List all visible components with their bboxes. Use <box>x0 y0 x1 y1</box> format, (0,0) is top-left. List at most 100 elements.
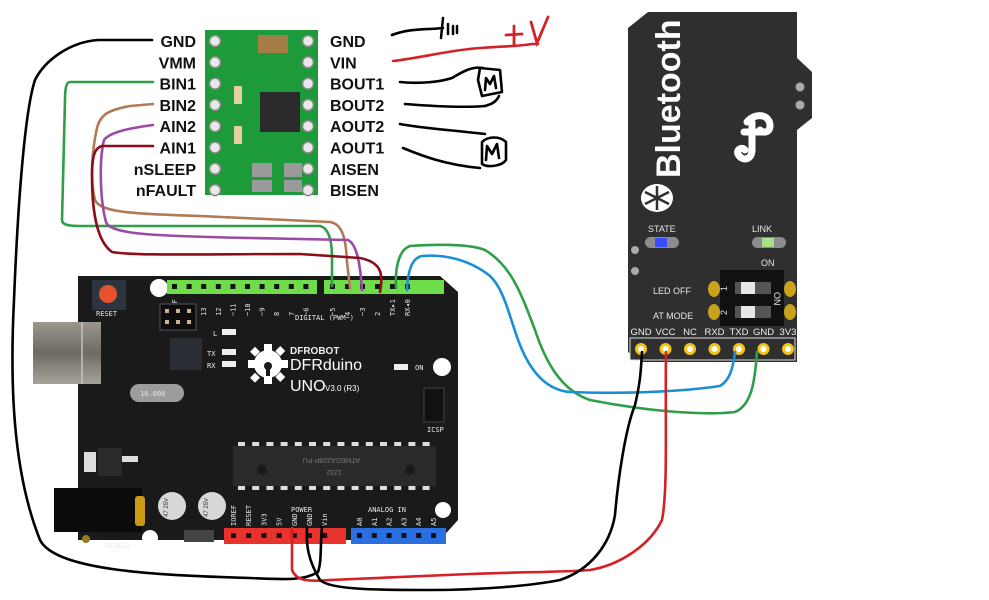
digital-pin-label: ~3 <box>359 308 367 316</box>
digital-pin-socket[interactable] <box>245 284 250 289</box>
analog-pin-socket[interactable] <box>401 533 407 538</box>
digital-pin-label: RX◂0 <box>404 299 412 316</box>
power-jack[interactable] <box>54 488 142 532</box>
analog-pin-socket[interactable] <box>416 533 422 538</box>
digital-pin-label: 12 <box>215 308 223 316</box>
state-label: STATE <box>648 224 676 234</box>
power-pin-socket[interactable] <box>261 533 267 538</box>
driver-pin-hole <box>301 98 315 112</box>
capacitor: 47 25V <box>198 492 226 520</box>
digital-pin-socket[interactable] <box>375 284 380 289</box>
on-led-label: ON <box>415 364 423 372</box>
analog-pin-socket[interactable] <box>357 533 362 538</box>
wire-aout1-to-motor-a <box>401 146 482 170</box>
driver-pin-label-left: nSLEEP <box>134 162 197 179</box>
power-pin-socket[interactable] <box>291 533 297 538</box>
digital-pin-socket[interactable] <box>345 284 350 289</box>
analog-pin-socket[interactable] <box>371 533 377 538</box>
digital-pin-socket[interactable] <box>259 284 265 289</box>
driver-pin-hole <box>208 141 222 154</box>
digital-pin-socket[interactable] <box>390 284 395 289</box>
driver-pin-label-right: AOUT1 <box>330 141 384 158</box>
power-label: POWER <box>291 506 313 514</box>
arduino-board: RESET AREFGND1312~11~10~987~6~54~32TX▸1R… <box>33 276 458 550</box>
chip-label: ATMEGA328P-PU <box>303 456 360 463</box>
driver-pin-label-right: BOUT2 <box>330 98 384 115</box>
link-label: LINK <box>752 224 772 234</box>
ground-symbol <box>439 16 459 40</box>
led-label-rx: RX <box>207 362 216 370</box>
wire-aout2-to-motor-a <box>398 122 487 136</box>
digital-pin-socket[interactable] <box>274 284 280 289</box>
power-pin-socket[interactable] <box>276 533 282 538</box>
power-pin-label: IOREF <box>230 505 238 526</box>
digital-pin-socket[interactable] <box>230 284 236 289</box>
digital-pin-socket[interactable] <box>172 284 177 289</box>
driver-pin-label-left: AIN2 <box>160 119 197 136</box>
wire-d3-to-bt-gnd <box>394 243 759 415</box>
version-sub: V3.0 (R3) <box>325 384 360 393</box>
driver-pin-label-right: BOUT1 <box>330 77 384 94</box>
digital-pin-label: 2 <box>374 312 382 316</box>
wire-vin-to-supply <box>391 42 540 63</box>
digital-pin-socket[interactable] <box>201 284 207 289</box>
analog-pin-socket[interactable] <box>386 533 392 538</box>
dip-switch[interactable]: 1 2 ON <box>708 270 796 326</box>
usb-chip <box>170 338 202 370</box>
bluetooth-pin-label: NC <box>683 327 697 338</box>
switch-number-2: 2 <box>719 310 729 315</box>
model-label: DFRduino <box>290 357 362 374</box>
driver-pin-hole <box>208 119 222 133</box>
power-pin-socket[interactable] <box>246 533 252 538</box>
digital-pin-label: ~6 <box>302 308 310 316</box>
driver-pin-hole <box>301 56 315 69</box>
on-label: ON <box>761 258 775 268</box>
switch-on-label: ON <box>772 292 782 306</box>
usb-port[interactable] <box>33 322 101 384</box>
power-pin-label: 3V3 <box>260 513 268 526</box>
reset-button[interactable] <box>99 285 117 303</box>
switch-number-1: 1 <box>719 286 729 291</box>
bluetooth-pin-label: GND <box>630 327 651 338</box>
power-pin-socket[interactable] <box>322 533 328 538</box>
analog-pin-label: A1 <box>371 518 379 526</box>
digital-pin-socket[interactable] <box>288 284 294 289</box>
atmega-chip <box>233 446 436 486</box>
link-led <box>762 238 774 247</box>
power-pin-label: Vin <box>321 513 329 526</box>
driver-pin-hole <box>301 77 315 90</box>
wire-ain1-to-d4 <box>90 144 383 294</box>
cap-label: 47 25V <box>164 498 170 517</box>
driver-pin-label-right: AOUT2 <box>330 119 384 136</box>
driver-pin-label-left: VMM <box>159 55 196 72</box>
state-led <box>655 238 667 247</box>
wire-ain2-to-d5 <box>99 123 364 292</box>
driver-pin-label-right: GND <box>330 34 366 51</box>
motor-a-symbol <box>480 136 508 168</box>
driver-pin-label-left: nFAULT <box>136 183 196 200</box>
digital-pin-socket[interactable] <box>215 284 221 289</box>
analog-pin-label: A3 <box>400 518 408 526</box>
mount-hole <box>795 82 805 92</box>
mount-hole <box>150 279 168 297</box>
driver-pin-hole <box>301 141 315 154</box>
wire-bin2-to-d6 <box>90 102 352 290</box>
digital-pin-socket[interactable] <box>186 284 192 289</box>
bluetooth-logo-icon <box>641 184 673 212</box>
wires <box>11 26 759 592</box>
brand-label: DFROBOT <box>290 346 339 357</box>
power-pin-socket[interactable] <box>307 533 312 538</box>
mount-hole <box>795 100 805 110</box>
digital-pin-socket[interactable] <box>303 284 309 289</box>
analog-pin-socket[interactable] <box>431 533 436 538</box>
digital-pin-label: ~9 <box>259 308 267 316</box>
board-code: 582033 <box>104 542 129 550</box>
driver-pin-label-left: GND <box>160 34 196 51</box>
wire-bout2-to-motor-b <box>403 102 487 109</box>
digital-pin-label: ~5 <box>329 308 337 316</box>
power-pin-socket[interactable] <box>231 533 236 538</box>
driver-pin-hole <box>208 183 222 197</box>
dfrobot-f-icon <box>734 112 774 163</box>
supply-plus-v-label <box>504 15 550 48</box>
